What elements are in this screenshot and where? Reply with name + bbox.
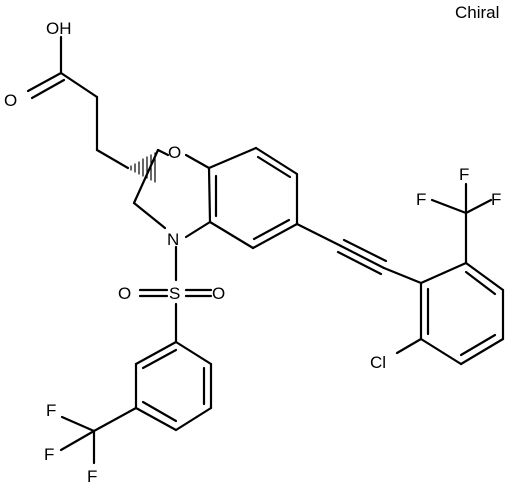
atom-oh: OH xyxy=(46,19,72,38)
atom-fluorine-bottom-3: F xyxy=(87,467,97,486)
atom-sulfonyl-oxygen-left: O xyxy=(118,284,131,303)
atom-fluorine-bottom-1: F xyxy=(46,401,56,420)
hashed-stereo-bond xyxy=(130,152,156,183)
atom-fluorine-bottom-2: F xyxy=(44,445,54,464)
atom-fluorine-top-1: F xyxy=(459,165,469,184)
chiral-label: Chiral xyxy=(455,3,499,22)
atom-carbonyl-oxygen: O xyxy=(4,91,17,110)
atom-fluorine-top-3: F xyxy=(491,190,501,209)
atom-labels: OH O O N S O O Cl F F F F F F xyxy=(4,19,501,486)
atom-ring-oxygen: O xyxy=(168,143,181,162)
bond-lines xyxy=(26,35,505,465)
atom-fluorine-top-2: F xyxy=(416,190,426,209)
atom-sulfonyl-oxygen-right: O xyxy=(212,284,225,303)
atom-chlorine: Cl xyxy=(370,353,386,372)
atom-sulfur: S xyxy=(169,284,180,303)
atom-nitrogen: N xyxy=(167,230,179,249)
